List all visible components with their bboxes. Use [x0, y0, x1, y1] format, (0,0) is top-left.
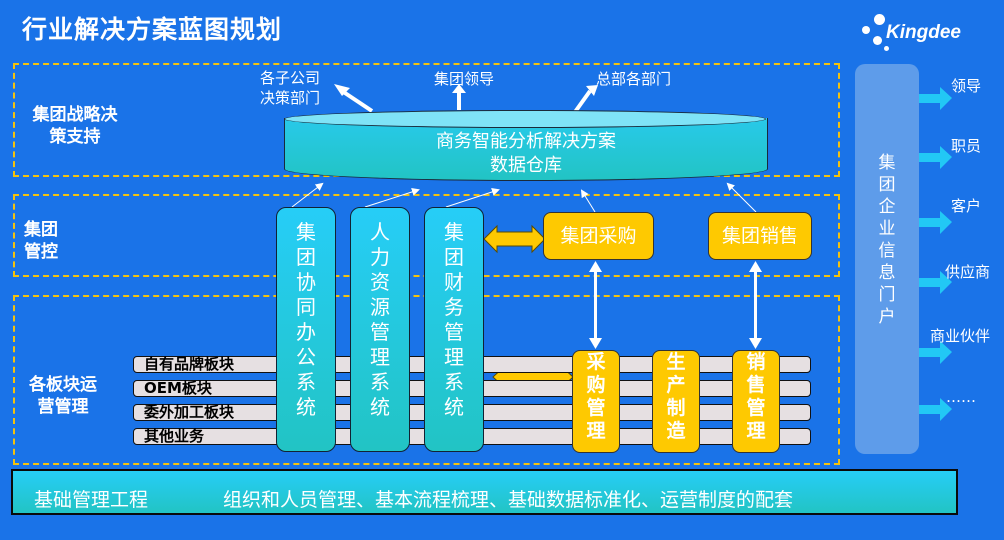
lane-label: OEM板块	[144, 379, 212, 397]
zone-label-strategy: 集团战略决 策支持	[22, 104, 128, 148]
arrowhead-icon	[334, 84, 350, 96]
lane-label: 自有品牌板块	[144, 355, 235, 373]
system-label: 集团协同办公系统	[296, 220, 316, 419]
double-arrow-purchase	[589, 261, 602, 349]
system-collaboration-office: 集团协同办公系统	[276, 207, 336, 452]
data-warehouse-label: 商务智能分析解决方案 数据仓库	[284, 130, 768, 178]
logo-dot-icon	[874, 14, 885, 25]
feed-arrow	[726, 182, 757, 213]
group-purchasing-box: 集团采购	[543, 212, 654, 260]
portal-target-leaders: 领导	[951, 77, 982, 95]
consumer-subsidiaries: 各子公司 决策部门	[260, 68, 320, 108]
double-arrow-sales	[749, 261, 762, 349]
operation-label: 销售管理	[746, 351, 766, 442]
feed-arrow	[364, 188, 420, 208]
operation-manufacturing-box: 生产制造	[652, 350, 700, 453]
lane-label: 其他业务	[144, 427, 205, 445]
page-title: 行业解决方案蓝图规划	[22, 15, 283, 44]
consumer-label-line: 决策部门	[260, 89, 321, 107]
zone-label-line: 营管理	[37, 397, 89, 417]
lane-label: 委外加工板块	[144, 403, 235, 421]
consumer-group-leaders: 集团领导	[434, 70, 495, 88]
portal-target-staff: 职员	[951, 137, 982, 155]
enterprise-portal-label: 集团企业信息门户	[855, 152, 919, 328]
warehouse-subtitle: 数据仓库	[490, 155, 562, 176]
arrowhead-icon	[586, 85, 598, 96]
data-warehouse-cylinder	[284, 118, 768, 181]
feed-arrow	[580, 189, 596, 213]
zone-label-line: 管控	[24, 242, 58, 262]
consumer-arrow-right	[573, 89, 592, 114]
foundation-description: 组织和人员管理、基本流程梳理、基础数据标准化、运营制度的配套	[223, 489, 794, 511]
arrowhead-icon	[452, 84, 466, 93]
operation-purchasing-box: 采购管理	[572, 350, 620, 453]
logo-dot-icon	[884, 46, 889, 51]
enterprise-portal-bar	[855, 64, 919, 454]
portal-label-text: 集团企业信息门户	[878, 153, 896, 327]
warehouse-title: 商务智能分析解决方案	[436, 131, 616, 152]
zone-label-line: 集团	[24, 220, 58, 240]
portal-target-suppliers: 供应商	[945, 263, 991, 281]
operation-label: 生产制造	[666, 351, 686, 442]
foundation-bar	[11, 469, 958, 515]
feed-arrow	[445, 188, 500, 208]
zone-label-line: 策支持	[49, 127, 101, 147]
portal-arrows	[911, 87, 952, 421]
operation-sales-box: 销售管理	[732, 350, 780, 453]
consumer-hq-departments: 总部各部门	[596, 70, 672, 88]
data-warehouse-cylinder-top	[284, 110, 766, 128]
zone-label-control: 集团 管控	[24, 219, 58, 263]
portal-target-more: ……	[946, 388, 976, 406]
zone-label-line: 各板块运	[29, 375, 97, 395]
consumer-label-line: 各子公司	[260, 69, 321, 87]
system-finance: 集团财务管理系统	[424, 207, 484, 452]
yellow-double-arrow-finance-purchase	[483, 224, 546, 254]
zone-label-line: 集团战略决	[32, 105, 118, 125]
system-label: 人力资源管理系统	[370, 220, 390, 419]
group-sales-box: 集团销售	[708, 212, 812, 260]
feed-arrow	[291, 182, 324, 208]
system-label: 集团财务管理系统	[444, 220, 464, 419]
portal-target-partners: 商业伙伴	[930, 327, 991, 345]
operation-label: 采购管理	[586, 351, 606, 442]
portal-target-customers: 客户	[951, 197, 982, 215]
logo-dot-icon	[873, 36, 882, 45]
logo-dot-icon	[862, 26, 870, 34]
zone-label-operations: 各板块运 营管理	[22, 374, 104, 418]
kingdee-logo: Kingdee	[860, 14, 980, 51]
brand-name: Kingdee	[886, 22, 961, 43]
system-human-resources: 人力资源管理系统	[350, 207, 410, 452]
foundation-title: 基础管理工程	[34, 489, 149, 511]
consumer-arrow-left	[340, 89, 374, 113]
